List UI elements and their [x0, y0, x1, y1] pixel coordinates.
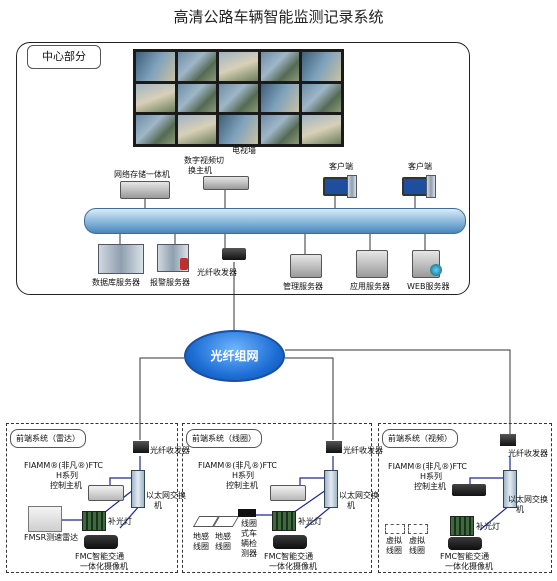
alarm-server-label: 报警服务器 — [150, 278, 190, 287]
front-video-vloop2-l1: 虚拟 — [409, 536, 425, 545]
client2-label: 客户端 — [408, 162, 432, 171]
front-video-camera-icon — [448, 537, 482, 550]
switcher-label-2: 换主机 — [188, 166, 212, 175]
center-section-label: 中心部分 — [27, 45, 101, 69]
alarm-light-icon — [180, 258, 188, 270]
front-radar-switch-l1: 以太网交换 — [146, 491, 186, 500]
front-radar-camera-l1: FMC智能交通 — [75, 552, 125, 561]
front-loop-detector-l4: 测器 — [241, 549, 257, 558]
front-loop-loop2-l1: 地感 — [215, 532, 231, 541]
front-loop-controller-icon — [270, 485, 306, 501]
front-loop-loop1-l2: 线圈 — [193, 542, 209, 551]
front-loop-transceiver-icon — [326, 441, 342, 453]
fiber-transceiver-icon — [222, 248, 246, 260]
front-radar-switch-l2: 机 — [154, 501, 162, 510]
fiber-network-cloud: 光纤组网 — [184, 330, 285, 382]
client1-label: 客户端 — [329, 162, 353, 171]
client2-tower-icon — [426, 175, 436, 198]
front-loop-camera-l2: 一体化摄像机 — [269, 562, 317, 571]
front-video-ctrl-l2: H系列 — [420, 472, 443, 481]
front-video-transceiver-label: 光纤收发器 — [508, 449, 548, 458]
switcher-label-1: 数字视频切 — [184, 156, 224, 165]
nvr-label: 网络存储一体机 — [114, 170, 170, 179]
front-radar-transceiver-icon — [133, 441, 149, 453]
front-radar-section — [6, 423, 178, 573]
front-loop-lamp-icon — [272, 511, 296, 531]
front-loop-switch-l2: 机 — [347, 501, 355, 510]
video-switcher-icon — [203, 176, 249, 190]
front-video-section — [378, 423, 552, 573]
front-video-vloop2-l2: 线圈 — [409, 546, 425, 555]
app-server-label: 应用服务器 — [350, 282, 390, 291]
front-radar-ctrl-l3: 控制主机 — [50, 481, 82, 490]
front-radar-camera-l2: 一体化摄像机 — [80, 562, 128, 571]
front-loop-detector-l2: 式车 — [241, 529, 257, 538]
mgmt-server-icon — [290, 254, 322, 278]
front-radar-camera-icon — [84, 535, 118, 549]
page-title: 高清公路车辆智能监测记录系统 — [173, 8, 384, 26]
front-loop-loop1-l1: 地感 — [193, 532, 209, 541]
front-video-transceiver-icon — [500, 434, 516, 446]
front-radar-switch-icon — [131, 470, 145, 508]
virtual-loop-1-icon — [385, 524, 405, 534]
front-loop-transceiver-label: 光纤收发器 — [343, 446, 383, 455]
front-radar-ctrl-l1: FIAMM®(非凡®)FTC — [24, 461, 103, 470]
app-server-icon — [356, 250, 388, 278]
client1-monitor-icon — [323, 177, 349, 196]
front-video-switch-l1: 以太网交换 — [508, 495, 548, 504]
front-radar-lamp-icon — [82, 511, 106, 531]
front-video-switch-icon — [503, 470, 517, 508]
front-loop-ctrl-l2: H系列 — [232, 471, 255, 480]
front-video-camera-l1: FMC智能交通 — [440, 552, 490, 561]
front-video-camera-l2: 一体化摄像机 — [445, 562, 493, 571]
front-video-lamp-label: 补光灯 — [476, 522, 500, 531]
lan-bus — [84, 208, 466, 234]
front-video-ctrl-l3: 控制主机 — [414, 482, 446, 491]
loop-detector-icon — [238, 509, 256, 517]
front-radar-lamp-label: 补光灯 — [108, 517, 132, 526]
front-loop-camera-icon — [273, 535, 307, 549]
front-loop-camera-l1: FMC智能交通 — [264, 552, 314, 561]
front-loop-switch-l1: 以太网交换 — [339, 491, 379, 500]
front-video-vloop1-l2: 线圈 — [386, 546, 402, 555]
front-video-controller-icon — [452, 484, 486, 496]
mgmt-server-label: 管理服务器 — [283, 282, 323, 291]
radar-sensor-icon — [28, 506, 62, 532]
video-wall — [133, 49, 344, 147]
video-wall-label: 电视墙 — [232, 146, 256, 155]
front-video-ctrl-l1: FIAMM®(非凡®)FTC — [388, 462, 467, 471]
front-loop-label: 前端系统（线圈） — [186, 429, 262, 448]
front-loop-section — [182, 423, 372, 573]
front-loop-detector-l3: 辆检 — [241, 539, 257, 548]
nvr-icon — [120, 181, 170, 199]
fiber-transceiver-label: 光纤收发器 — [197, 268, 237, 277]
center-section — [16, 42, 470, 295]
web-server-label: WEB服务器 — [407, 282, 450, 291]
front-loop-ctrl-l3: 控制主机 — [226, 481, 258, 490]
front-radar-ctrl-l2: H系列 — [56, 471, 79, 480]
front-loop-ctrl-l1: FIAMM®(非凡®)FTC — [198, 461, 277, 470]
front-video-switch-l2: 机 — [516, 505, 524, 514]
front-loop-switch-icon — [324, 470, 338, 508]
front-video-label: 前端系统（视频） — [382, 429, 458, 448]
front-radar-sensor-label: FMSR测速雷达 — [24, 533, 79, 542]
front-radar-controller-icon — [88, 485, 124, 501]
db-server-icon — [98, 244, 144, 274]
db-server-label: 数据库服务器 — [92, 278, 140, 287]
front-video-vloop1-l1: 虚拟 — [386, 536, 402, 545]
front-video-lamp-icon — [450, 516, 474, 536]
front-loop-detector-l1: 线圈 — [241, 519, 257, 528]
client1-tower-icon — [347, 175, 357, 198]
front-loop-lamp-label: 补光灯 — [298, 517, 322, 526]
front-radar-label: 前端系统（雷达） — [10, 429, 86, 448]
front-radar-transceiver-label: 光纤收发器 — [150, 446, 190, 455]
virtual-loop-2-icon — [408, 524, 428, 534]
globe-icon — [430, 264, 442, 276]
front-loop-loop2-l2: 线圈 — [215, 542, 231, 551]
client2-monitor-icon — [402, 177, 428, 196]
